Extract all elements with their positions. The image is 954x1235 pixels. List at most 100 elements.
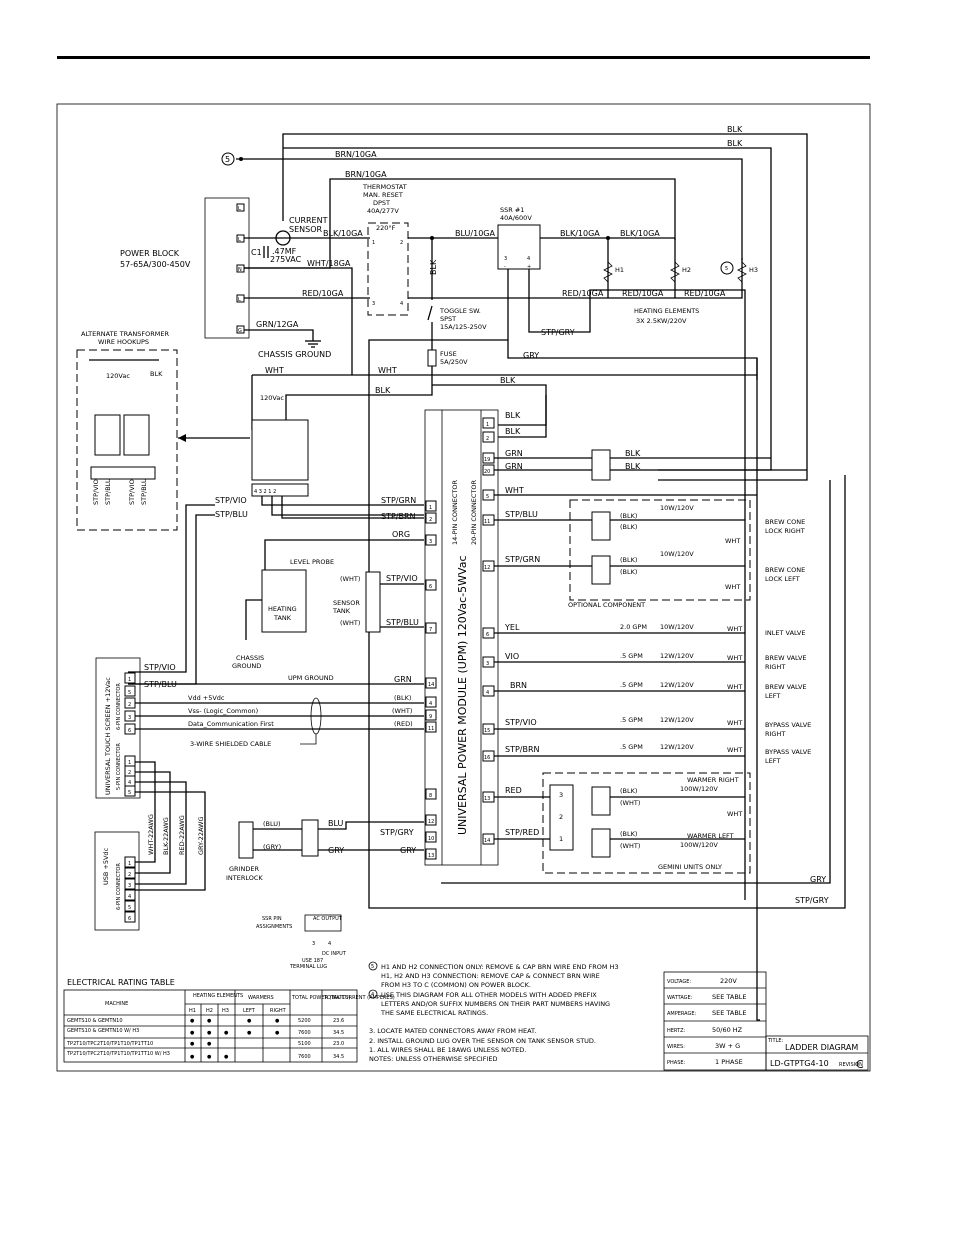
svg-text:SSR PIN: SSR PIN: [262, 916, 282, 922]
svg-text:FROM H3 TO C (COMMON) ON POWER: FROM H3 TO C (COMMON) ON POWER BLOCK.: [381, 981, 531, 989]
svg-text:BLK/10GA: BLK/10GA: [560, 229, 600, 238]
svg-text:VIO: VIO: [505, 652, 519, 661]
svg-text:WHT: WHT: [725, 537, 740, 545]
svg-text:(WHT): (WHT): [620, 799, 640, 807]
brn-10ga-a-label: BRN/10GA: [335, 150, 377, 159]
svg-text:120Vac: 120Vac: [106, 372, 130, 380]
svg-text:2: 2: [128, 770, 131, 776]
svg-text:2: 2: [429, 517, 432, 523]
svg-text:STP/VIO: STP/VIO: [128, 479, 136, 505]
svg-text:3-WIRE SHIELDED CABLE: 3-WIRE SHIELDED CABLE: [190, 740, 271, 748]
touch-screen: 1 5 2 3 6 1 2 4 5 UNIVERSAL TOUCH SCREEN…: [95, 657, 424, 799]
svg-text:STP/GRN: STP/GRN: [505, 555, 540, 564]
svg-text:H2: H2: [682, 266, 691, 274]
svg-text:GRY: GRY: [810, 875, 826, 884]
title-block: VOLTAGE:220V WATTAGE:SEE TABLE AMPERAGE:…: [663, 971, 869, 1071]
svg-text:VOLTAGE:: VOLTAGE:: [667, 979, 691, 985]
tanks: ORG LEVEL PROBE HEATING TANK STP/VIO STP…: [128, 530, 424, 685]
svg-text:1: 1: [559, 835, 563, 843]
svg-text:STP/RED: STP/RED: [505, 828, 539, 837]
svg-text:BREW CONE: BREW CONE: [765, 518, 805, 526]
svg-text:6: 6: [486, 632, 489, 638]
diagram-frame: [56, 103, 871, 1072]
svg-text:REVISION: REVISION: [839, 1062, 863, 1068]
svg-text:H3: H3: [222, 1008, 229, 1014]
svg-text:GRN: GRN: [394, 675, 412, 684]
svg-text:3: 3: [128, 715, 131, 721]
svg-text:220V: 220V: [720, 977, 737, 985]
svg-text:STP/GRY: STP/GRY: [795, 896, 829, 905]
svg-text:2: 2: [128, 872, 131, 878]
svg-text:ORG: ORG: [392, 530, 410, 539]
stp-gry-wiring: STP/GRY GRY WHT WHT GRY STP/GRY: [251, 328, 846, 909]
svg-text:3: 3: [312, 941, 315, 947]
svg-text:NOTES: UNLESS OTHERWISE SPECIF: NOTES: UNLESS OTHERWISE SPECIFIED: [369, 1055, 497, 1063]
thermostat: THERMOSTAT MAN. RESET DPST 40A/277V 220°…: [362, 183, 409, 316]
svg-text:STP/BLU: STP/BLU: [104, 478, 112, 505]
upm-pins-right: 1 2 19 20 5 11 12 6 3 4 15 16 13 14 GRN …: [482, 417, 811, 874]
svg-text:WHT: WHT: [727, 719, 742, 727]
svg-text:6-PIN CONNECTOR: 6-PIN CONNECTOR: [116, 863, 122, 910]
svg-text:●: ●: [224, 1030, 229, 1036]
svg-text:.47MF: .47MF: [272, 247, 297, 256]
svg-text:2: 2: [559, 813, 563, 821]
svg-text:11: 11: [428, 726, 434, 732]
svg-text:RED/10GA: RED/10GA: [684, 289, 726, 298]
svg-text:13: 13: [428, 853, 434, 859]
svg-text:G: G: [238, 328, 242, 334]
svg-text:SENSOR: SENSOR: [333, 599, 360, 607]
svg-text:23.0: 23.0: [333, 1041, 344, 1047]
svg-text:WHT: WHT: [727, 683, 742, 691]
svg-text:+: +: [527, 264, 531, 270]
notes: 5 H1 AND H2 CONNECTION ONLY: REMOVE & CA…: [368, 961, 619, 1063]
svg-text:RED/10GA: RED/10GA: [622, 289, 664, 298]
svg-text:RED: RED: [505, 786, 522, 795]
svg-text:BREW CONE: BREW CONE: [765, 566, 805, 574]
svg-text:Vdd +5Vdc: Vdd +5Vdc: [188, 694, 225, 702]
svg-text:STP/VIO: STP/VIO: [386, 574, 418, 583]
svg-text:4: 4: [486, 690, 489, 696]
svg-text:6-PIN CONNECTOR: 6-PIN CONNECTOR: [116, 683, 122, 730]
svg-text:STP/BLU: STP/BLU: [386, 618, 419, 627]
svg-text:STP/VIO: STP/VIO: [505, 718, 537, 727]
svg-text:13: 13: [484, 796, 490, 802]
svg-text:THERMOSTAT: THERMOSTAT: [362, 183, 407, 191]
svg-text:BLK: BLK: [500, 376, 516, 385]
svg-text:L: L: [238, 297, 241, 303]
main-transformer: 120Vac 4 3 2 1 2 STP/VIO STP/BLU STP/GRN…: [128, 394, 424, 685]
blk-top2-label: BLK: [727, 139, 743, 148]
header-rule: [57, 56, 870, 59]
svg-text:5: 5: [128, 690, 131, 696]
upm-label: UNIVERSAL POWER MODULE (UPM) 120Vac-5WVa…: [456, 556, 469, 836]
svg-text:H3: H3: [749, 266, 758, 274]
svg-text:SEE TABLE: SEE TABLE: [712, 993, 747, 1001]
svg-text:STP/BRN: STP/BRN: [381, 512, 416, 521]
neutral-ground: WHT/18GA GRN/12GA CHASSIS GROUND: [244, 259, 353, 375]
svg-text:3: 3: [372, 301, 375, 307]
svg-text:LEFT: LEFT: [243, 1008, 256, 1014]
svg-text:4 3 2 1 2: 4 3 2 1 2: [254, 489, 276, 495]
svg-text:●: ●: [275, 1018, 280, 1024]
svg-text:GRY-22AWG: GRY-22AWG: [197, 816, 205, 855]
svg-text:USE THIS DIAGRAM FOR ALL OTHER: USE THIS DIAGRAM FOR ALL OTHER MODELS WI…: [381, 991, 597, 999]
svg-text:(BLK): (BLK): [620, 556, 637, 564]
svg-text:15: 15: [484, 728, 490, 734]
svg-text:7600: 7600: [298, 1030, 311, 1036]
svg-text:TOGGLE SW.: TOGGLE SW.: [439, 307, 481, 315]
svg-text:GRY: GRY: [400, 846, 416, 855]
svg-text:WHT: WHT: [727, 810, 742, 818]
svg-text:(BLK): (BLK): [620, 512, 637, 520]
svg-text:BLK: BLK: [505, 427, 521, 436]
svg-text:WHT: WHT: [378, 366, 397, 375]
svg-text:GRN: GRN: [505, 449, 523, 458]
svg-text:UNIVERSAL TOUCH SCREEN +12Vac: UNIVERSAL TOUCH SCREEN +12Vac: [104, 677, 112, 795]
svg-text:WHT: WHT: [725, 583, 740, 591]
svg-text:34.5: 34.5: [333, 1030, 344, 1036]
note5-number: 5: [225, 155, 230, 164]
svg-text:●: ●: [190, 1018, 195, 1024]
svg-text:STP/GRY: STP/GRY: [541, 328, 575, 337]
svg-text:TP2T10/TPC2T10/TP1T10/TP1TT10: TP2T10/TPC2T10/TP1T10/TP1TT10: [66, 1041, 153, 1047]
svg-text:GEMTS10 & GEMTN10 W/ H3: GEMTS10 & GEMTN10 W/ H3: [67, 1028, 139, 1034]
svg-text:RED/10GA: RED/10GA: [562, 289, 604, 298]
